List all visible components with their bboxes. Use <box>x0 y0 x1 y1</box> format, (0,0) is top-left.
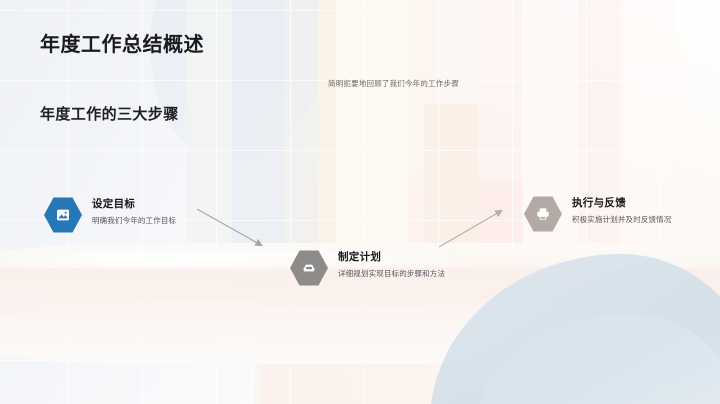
decorative-blob-bottom-right <box>430 254 720 404</box>
connector-arrow-1 <box>196 208 263 247</box>
step-title: 制定计划 <box>338 251 382 263</box>
step-text-block: 制定计划 详细规划实现目标的步骤和方法 <box>338 249 450 280</box>
step-title: 设定目标 <box>92 198 136 210</box>
pedestal-bottom <box>0 308 720 364</box>
step-text-block: 执行与反馈 积极实施计划并及时反馈情况 <box>572 195 682 226</box>
step-text-block: 设定目标 明确我们今年的工作目标 <box>92 196 197 227</box>
step-title: 执行与反馈 <box>572 197 626 209</box>
step-description: 积极实施计划并及时反馈情况 <box>572 215 672 224</box>
page-title: 年度工作总结概述 <box>40 34 204 56</box>
background-bar <box>478 0 522 300</box>
lead-description: 简明扼要地回顾了我们今年的工作步骤 <box>328 79 459 88</box>
background-bar <box>522 0 578 300</box>
decorative-blob-bottom-right-overlay <box>480 314 720 404</box>
background-bar <box>318 0 340 300</box>
background-bar <box>620 0 676 300</box>
step-description: 明确我们今年的工作目标 <box>92 216 177 225</box>
page-subtitle: 年度工作的三大步骤 <box>40 106 179 123</box>
background-bar <box>578 0 624 300</box>
decorative-blob-top-left <box>150 0 330 160</box>
printer-icon <box>524 196 562 232</box>
sofa-icon <box>290 250 328 286</box>
image-icon <box>44 197 82 233</box>
step-description: 详细规划实现目标的步骤和方法 <box>338 269 446 278</box>
background-bar <box>232 0 284 300</box>
background-wash-center <box>255 0 425 404</box>
connector-arrow-2 <box>438 209 503 248</box>
